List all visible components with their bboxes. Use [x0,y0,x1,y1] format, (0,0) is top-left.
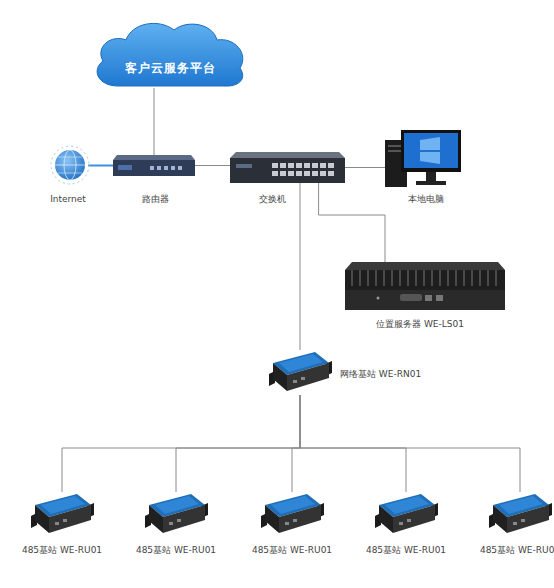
network-cable [195,165,230,166]
device-label: 路由器 [142,194,169,205]
switch-icon [230,152,345,183]
device-label: 网络基站 WE-RN01 [340,369,421,380]
device-label: 位置服务器 WE-LS01 [376,319,464,330]
cloud-title: 客户云服务平台 [125,63,216,74]
router-node: 路由器 [113,155,195,176]
switch-node: 交换机 [230,152,345,183]
pc-icon [385,130,461,187]
internet-globe [51,146,89,184]
rs485-station-icon [145,494,208,533]
cloud-platform: 客户云服务平台 [88,18,250,88]
device-label: 本地电脑 [408,194,444,205]
rs485-station-node: 485基站 WE-RU01 [27,492,97,537]
network-cable [300,395,520,492]
device-label: 485基站 WE-RU01 [136,545,216,556]
network-cable [292,395,300,492]
rs485-station-icon [31,494,94,533]
rs485-station-node: 485基站 WE-RU01 [371,492,441,537]
rs485-station-node: 485基站 WE-RU01 [141,492,211,537]
device-label: Internet [50,194,86,205]
router-icon [113,155,195,176]
device-label: 485基站 WE-RU01 [480,545,554,556]
network-cable [62,395,300,492]
rs485-station-node: 485基站 WE-RU01 [485,492,554,537]
rs485-station-icon [261,494,324,533]
network-cable [300,183,301,350]
device-label: 交换机 [259,194,286,205]
internet-node: Internet [52,148,88,183]
network-cable [176,395,300,492]
device-label: 485基站 WE-RU01 [366,545,446,556]
network-station-icon [269,352,332,391]
pc-node: 本地电脑 [385,130,462,187]
network-cable [88,165,113,167]
network-station-node: 网络基站 WE-RN01 [265,350,335,395]
cloud-outline [88,18,250,88]
rs485-station-icon [375,494,438,533]
network-cable [345,167,385,168]
rs485-station-node: 485基站 WE-RU01 [257,492,327,537]
network-cable [300,395,406,492]
server-node: 位置服务器 WE-LS01 [345,262,505,310]
device-label: 485基站 WE-RU01 [22,545,102,556]
network-cable [319,183,385,262]
device-label: 485基站 WE-RU01 [252,545,332,556]
network-cable [154,88,155,155]
server-icon [345,262,505,310]
rs485-station-icon [489,494,552,533]
